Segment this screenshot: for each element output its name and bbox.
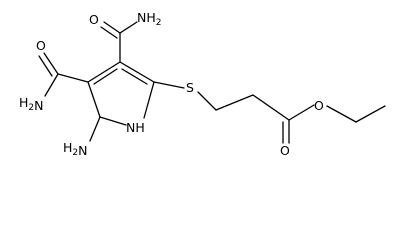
bond-ch2-ccarbonyl [252, 94, 290, 121]
atom-amine-nitrogen: H2N [63, 140, 88, 158]
amino-group: H2N [63, 116, 101, 158]
atom-ring-nitrogen: NH [126, 120, 145, 135]
atom-amide2-oxygen: O [36, 38, 46, 53]
atom-amide2-nitrogen: H2N [19, 95, 44, 113]
pyrrole-ring [87, 61, 155, 126]
bond-c2-s [153, 81, 185, 89]
carboxamide-top: O NH2 [89, 10, 161, 63]
bond-ccarbonyl-o [288, 104, 315, 121]
bond-c5-n [89, 116, 101, 142]
bond-c3-c4 [87, 61, 121, 83]
bond-c2-c3 [119, 61, 155, 83]
atom-amide1-nitrogen: NH2 [137, 10, 161, 28]
atom-ester-oxygen: O [314, 98, 324, 113]
thioester-chain: S O O [153, 80, 386, 158]
bond-c4-c5 [87, 81, 101, 118]
bond-camide-n [119, 21, 138, 34]
bond-camide-o-double [100, 26, 118, 39]
carboxamide-left: O H2N [19, 38, 89, 113]
bond-n1-c2 [143, 81, 155, 119]
bond-s-ch2 [197, 91, 217, 111]
atom-carbonyl-oxygen: O [280, 143, 290, 158]
molecule-structure: O NH2 O H2N H2N NH S O O [19, 10, 386, 158]
bond-c4-camide [57, 73, 89, 83]
bond-c2-c3-inner [121, 68, 148, 85]
bond-c5-n1 [99, 116, 127, 126]
atom-amide1-oxygen: O [89, 12, 99, 27]
bond-camide-o [103, 21, 121, 34]
bond-ch2-ch2 [215, 94, 254, 111]
bond-ch2-ch3 [355, 105, 386, 123]
bond-o-ch2 [326, 105, 357, 123]
bond-camide2-o-double [38, 55, 53, 77]
bond-camide2-n [44, 73, 59, 97]
bond-camide2-o [43, 52, 59, 75]
atom-sulfur: S [186, 80, 194, 95]
bond-c3-c4-inner [93, 68, 118, 85]
structure-canvas: O NH2 O H2N H2N NH S O O [19, 10, 386, 158]
